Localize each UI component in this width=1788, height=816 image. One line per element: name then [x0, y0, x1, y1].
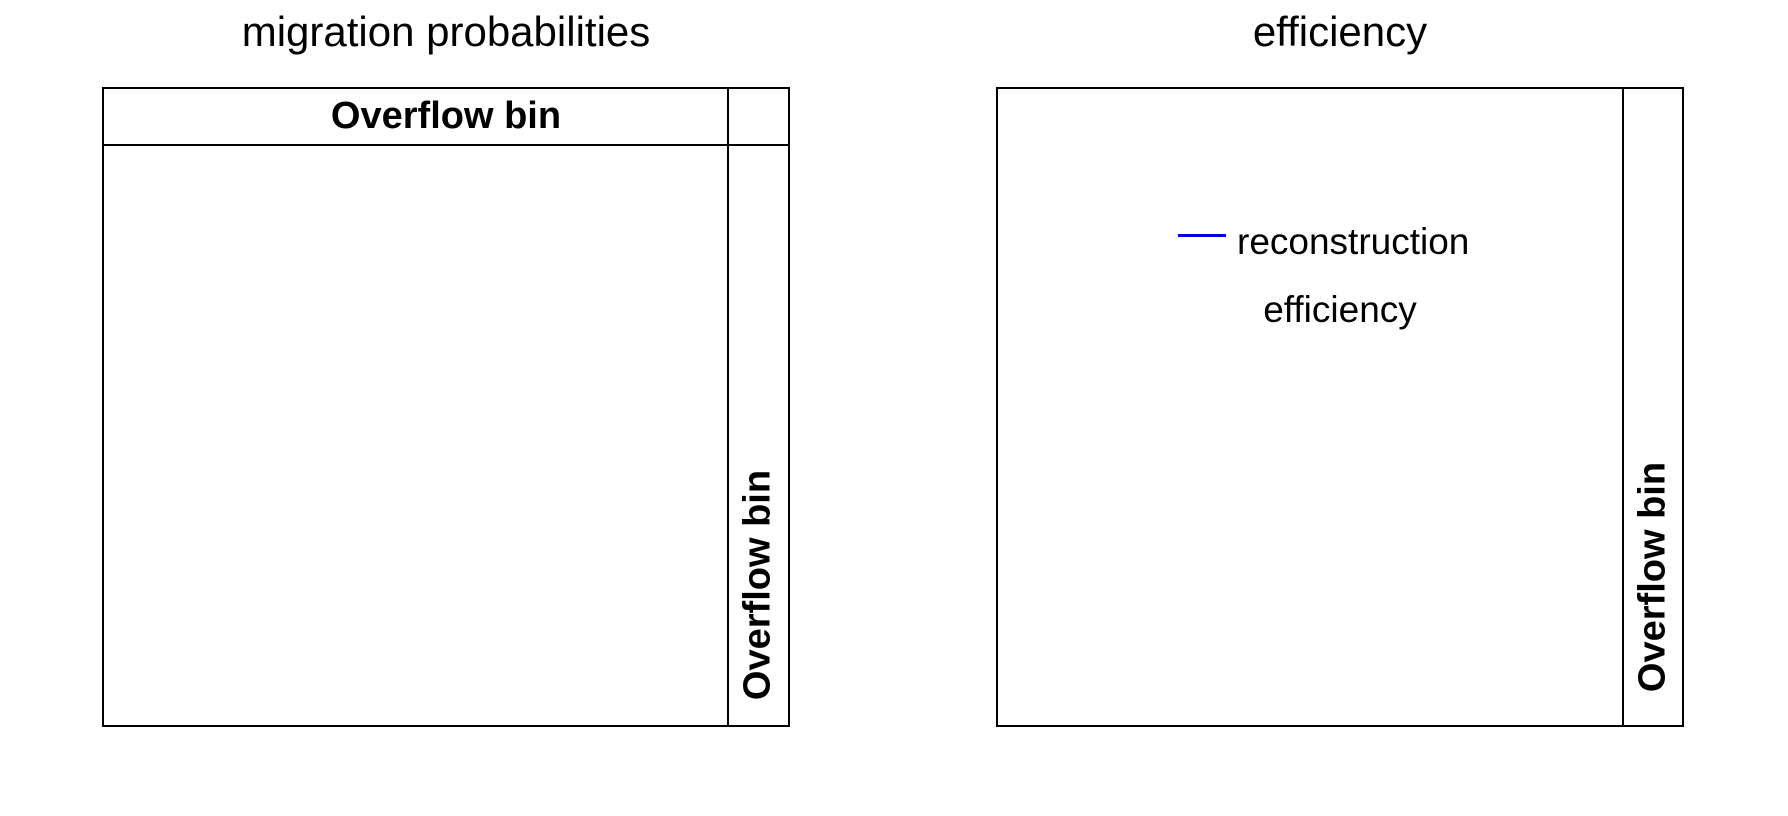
migration-panel-title: migration probabilities: [241, 8, 651, 55]
migration-overflow-right-label: Overflow bin: [736, 469, 779, 701]
efficiency-panel-title: efficiency: [1252, 8, 1428, 55]
migration-frame: Overflow bin Overflow bin: [102, 87, 790, 727]
efficiency-overflow-right-label: Overflow bin: [1631, 461, 1674, 693]
overflow-right-separator-line: [1622, 89, 1624, 725]
overflow-right-separator-line: [727, 89, 729, 725]
overflow-top-separator-line: [104, 144, 788, 146]
efficiency-frame: reconstruction efficiency Overflow bin: [996, 87, 1684, 727]
legend-label-line2: efficiency: [1263, 289, 1417, 330]
migration-overflow-top-label: Overflow bin: [330, 95, 562, 137]
legend-line-marker: [1178, 234, 1226, 237]
legend-label-line1: reconstruction: [1237, 221, 1470, 262]
